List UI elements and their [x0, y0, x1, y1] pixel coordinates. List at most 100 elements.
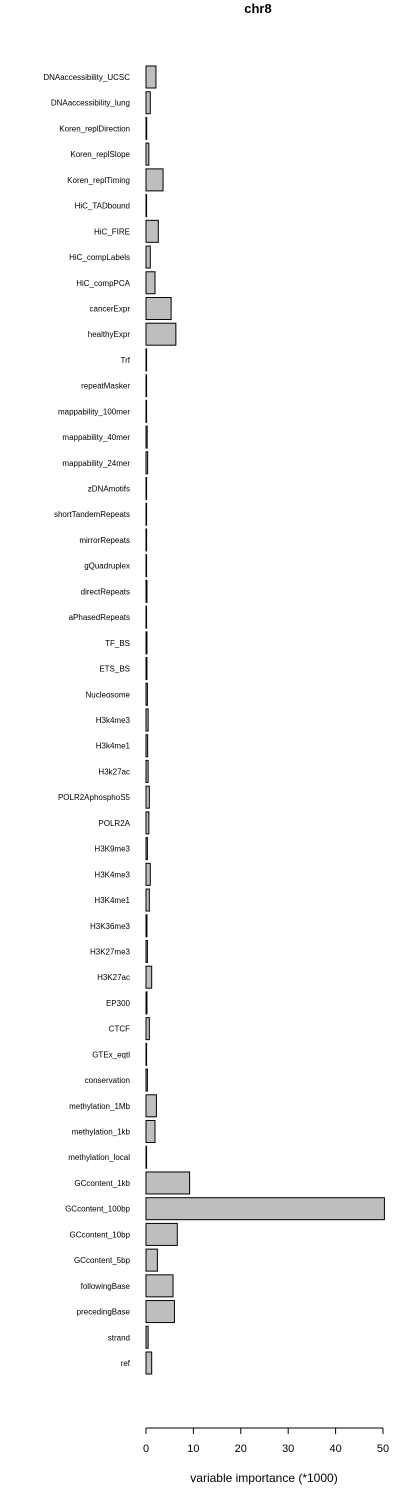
category-label: HiC_compPCA: [76, 279, 130, 288]
category-label: aPhasedRepeats: [69, 613, 130, 622]
bar-repeatMasker: [145, 374, 148, 398]
category-label: Koren_replDirection: [59, 124, 130, 133]
category-label: zDNAmotifs: [88, 485, 130, 494]
bar-GCcontent_10bp: [145, 1222, 178, 1246]
bar-HiC_TADbound: [145, 194, 148, 218]
bar-GCcontent_100bp: [145, 1197, 385, 1221]
bar-Koren_replTiming: [145, 168, 164, 192]
category-label: POLR2A: [98, 819, 130, 828]
bar-followingBase: [145, 1274, 174, 1298]
category-label: Trf: [121, 356, 131, 365]
x-axis: 0 10 20 30 40 50: [143, 1427, 389, 1455]
category-label: GTEx_eqtl: [92, 1050, 130, 1059]
category-label: Nucleosome: [86, 690, 131, 699]
x-tick-label: 50: [377, 1443, 389, 1455]
bar-POLR2AphosphoS5: [145, 785, 150, 809]
category-label: HiC_compLabels: [69, 253, 130, 262]
bar-H3k4me1: [145, 734, 149, 758]
bar-ETS_BS: [145, 657, 148, 681]
bar-methylation_1kb: [145, 1120, 156, 1144]
category-labels: DNAaccessibility_UCSC DNAaccessibility_lu…: [43, 73, 130, 1368]
bar-H3K27me3: [145, 939, 148, 963]
bar-mappability_100mer: [145, 399, 148, 423]
category-label: shortTandemRepeats: [54, 510, 130, 519]
category-label: HiC_TADbound: [75, 202, 130, 211]
bar-HiC_FIRE: [145, 219, 159, 243]
category-label: Koren_replSlope: [70, 150, 130, 159]
category-label: gQuadruplex: [84, 562, 130, 571]
category-label: methylation_1Mb: [69, 1102, 130, 1111]
bar-H3k27ac: [145, 759, 149, 783]
bar-DNAaccessibility_lung: [145, 91, 151, 115]
category-label: mappability_100mer: [58, 407, 130, 416]
bar-HiC_compLabels: [145, 245, 151, 269]
bar-GCcontent_1kb: [145, 1171, 191, 1195]
category-label: mappability_40mer: [62, 433, 130, 442]
category-label: DNAaccessibility_UCSC: [43, 73, 130, 82]
bar-strand: [145, 1325, 149, 1349]
bar-mappability_24mer: [145, 451, 149, 475]
category-label: H3K27ac: [97, 973, 130, 982]
chart-title: chr8: [244, 1, 271, 16]
bar-Koren_replDirection: [145, 116, 148, 140]
category-label: mirrorRepeats: [79, 536, 130, 545]
bar-shortTandemRepeats: [145, 502, 148, 526]
category-label: EP300: [106, 999, 131, 1008]
bar-GCcontent_5bp: [145, 1248, 158, 1272]
bar-methylation_local: [145, 1145, 148, 1169]
category-label: GCcontent_100bp: [65, 1205, 130, 1214]
category-label: H3K36me3: [90, 922, 131, 931]
bar-gQuadruplex: [145, 554, 148, 578]
bar-mappability_40mer: [145, 425, 148, 449]
category-label: repeatMasker: [81, 382, 130, 391]
bar-HiC_compPCA: [145, 271, 156, 295]
bar-EP300: [145, 991, 148, 1015]
bar-DNAaccessibility_UCSC: [145, 65, 157, 89]
bar-ref: [145, 1351, 153, 1375]
bar-healthyExpr: [145, 322, 177, 346]
category-label: GCcontent_10bp: [70, 1230, 131, 1239]
bar-H3K36me3: [145, 914, 148, 938]
x-tick-label: 10: [187, 1443, 199, 1455]
bar-H3K9me3: [145, 837, 148, 861]
x-tick-label: 30: [282, 1443, 294, 1455]
bars: [145, 65, 385, 1375]
bar-aPhasedRepeats: [145, 605, 148, 629]
bar-precedingBase: [145, 1300, 175, 1324]
category-label: H3K4me1: [94, 896, 130, 905]
bar-Trf: [145, 348, 148, 372]
category-label: CTCF: [109, 1025, 130, 1034]
bar-H3k4me3: [145, 708, 149, 732]
bar-H3K27ac: [145, 965, 153, 989]
category-label: directRepeats: [81, 587, 130, 596]
category-label: methylation_1kb: [72, 1128, 131, 1137]
category-label: H3K9me3: [94, 845, 130, 854]
category-label: strand: [108, 1333, 130, 1342]
bar-H3K4me1: [145, 888, 150, 912]
bar-CTCF: [145, 1017, 150, 1041]
x-tick-label: 0: [143, 1443, 149, 1455]
bar-mirrorRepeats: [145, 528, 148, 552]
category-label: TF_BS: [105, 639, 130, 648]
bar-H3K4me3: [145, 862, 151, 886]
category-label: methylation_local: [68, 1153, 130, 1162]
category-label: H3k4me3: [96, 716, 131, 725]
bar-GTEx_eqtl: [145, 1042, 148, 1066]
category-label: H3k4me1: [96, 742, 131, 751]
bar-conservation: [145, 1068, 148, 1092]
bar-cancerExpr: [145, 296, 172, 320]
bar-POLR2A: [145, 811, 150, 835]
category-label: POLR2AphosphoS5: [58, 793, 131, 802]
category-label: DNAaccessibility_lung: [51, 99, 130, 108]
category-label: GCcontent_1kb: [74, 1179, 130, 1188]
x-tick-label: 40: [329, 1443, 341, 1455]
category-label: HiC_FIRE: [94, 227, 130, 236]
bar-zDNAmotifs: [145, 477, 148, 501]
category-label: H3K27me3: [90, 947, 131, 956]
x-tick-label: 20: [235, 1443, 247, 1455]
category-label: H3K4me3: [94, 870, 130, 879]
category-label: mappability_24mer: [62, 459, 130, 468]
category-label: ref: [121, 1359, 131, 1368]
